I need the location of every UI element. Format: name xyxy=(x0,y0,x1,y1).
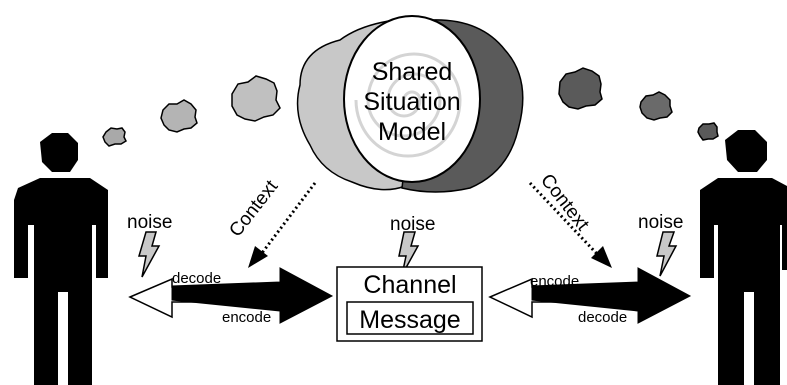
spiral-decoration xyxy=(354,52,462,158)
decode-arrow-right xyxy=(531,267,692,324)
encode-label-left: encode xyxy=(222,309,271,326)
noise-label-center: noise xyxy=(390,214,435,235)
thought-bubble-right-small xyxy=(697,122,719,141)
thought-bubble-left-small xyxy=(102,127,127,147)
context-label-left: Context xyxy=(225,176,282,241)
noise-label-right: noise xyxy=(638,212,683,233)
context-arrow-left-head xyxy=(248,246,268,268)
context-arrow-right-line xyxy=(528,181,600,257)
message-label: Message xyxy=(359,306,460,334)
decode-label-left: decode xyxy=(172,270,221,287)
channel-label: Channel xyxy=(363,271,456,299)
noise-bolt-center xyxy=(398,231,420,276)
context-arrow-right-head xyxy=(591,246,612,268)
thought-bubble-left-medium xyxy=(160,99,198,133)
model-circle xyxy=(343,15,481,183)
thought-bubble-right-large xyxy=(558,67,603,110)
encode-arrow-left xyxy=(171,267,334,324)
person-right xyxy=(700,130,787,385)
person-left-head xyxy=(40,133,78,172)
person-right-body xyxy=(700,178,787,385)
model-title-line2: Situation xyxy=(363,88,460,116)
thought-bubbles-right xyxy=(558,67,719,141)
noise-bolt-right xyxy=(656,231,678,277)
thought-bubble-right-medium xyxy=(639,91,673,121)
noise-label-left: noise xyxy=(127,212,172,233)
decode-label-right: decode xyxy=(578,309,627,326)
person-left xyxy=(14,133,108,385)
model-title-line3: Model xyxy=(378,118,446,146)
thought-bubble-left-large xyxy=(231,75,281,122)
message-box xyxy=(346,301,474,335)
person-left-body xyxy=(14,178,108,385)
person-right-head xyxy=(725,130,767,172)
model-title-line1: Shared xyxy=(372,58,453,86)
context-label-right: Context xyxy=(536,170,593,235)
thought-bubbles-left xyxy=(102,75,281,147)
encode-label-right: encode xyxy=(530,273,579,290)
noise-bolt-left xyxy=(138,231,161,278)
